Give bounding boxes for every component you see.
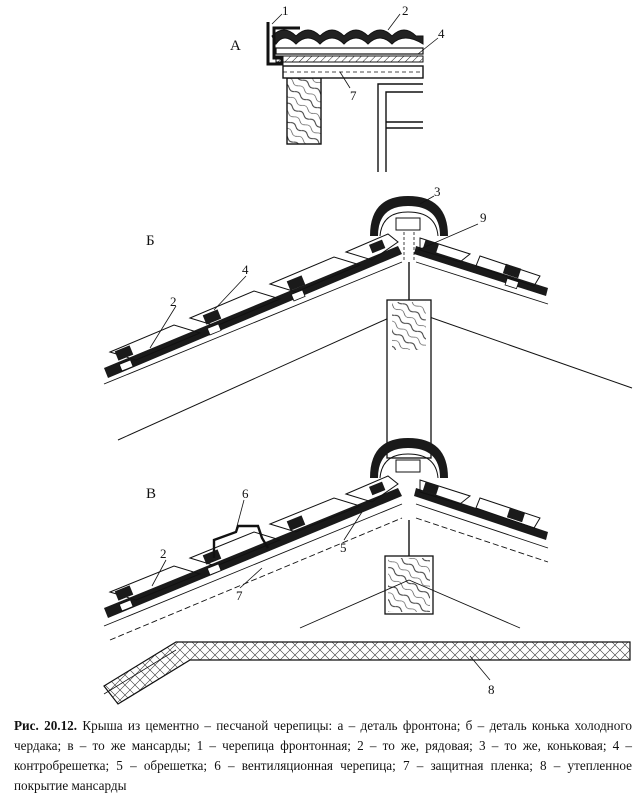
detail-b: Б bbox=[103, 184, 633, 459]
section-label-v: В bbox=[146, 486, 156, 502]
section-label-a: А bbox=[230, 38, 241, 54]
label-b-9: 9 bbox=[480, 210, 487, 225]
label-a-7: 7 bbox=[350, 88, 357, 103]
label-b-3: 3 bbox=[434, 184, 441, 199]
label-a-4: 4 bbox=[438, 26, 445, 41]
detail-a-window-frame bbox=[377, 83, 423, 172]
label-b-4: 4 bbox=[242, 262, 249, 277]
detail-v: В bbox=[103, 438, 631, 705]
detail-b-tiles-left bbox=[108, 233, 399, 361]
label-a-1: 1 bbox=[282, 3, 289, 18]
label-v-8: 8 bbox=[488, 682, 495, 697]
detail-a-beam bbox=[286, 77, 322, 145]
detail-b-rafter-right bbox=[414, 246, 548, 296]
label-v-5: 5 bbox=[340, 540, 347, 555]
label-b-2: 2 bbox=[170, 294, 177, 309]
figure-caption: Рис. 20.12. Крыша из цементно – песчаной… bbox=[14, 716, 632, 796]
roof-diagram: А 1 2 4 7 Б bbox=[103, 3, 633, 705]
detail-v-rafter-left bbox=[104, 488, 402, 618]
label-v-7: 7 bbox=[236, 588, 243, 603]
caption-text: Крыша из цементно – песчаной черепицы: а… bbox=[14, 718, 633, 793]
detail-v-ridge-tile bbox=[370, 438, 448, 478]
caption-figure-number: Рис. 20.12. bbox=[14, 718, 78, 733]
detail-v-rafter-right bbox=[414, 488, 548, 540]
section-label-b: Б bbox=[146, 233, 155, 249]
detail-a: А 1 2 4 7 bbox=[230, 3, 445, 172]
label-v-2: 2 bbox=[160, 546, 167, 561]
detail-a-gable-tile bbox=[266, 22, 300, 66]
detail-b-ridge-tile bbox=[370, 196, 448, 236]
detail-v-vent-tile bbox=[212, 524, 270, 558]
label-a-2: 2 bbox=[402, 3, 409, 18]
detail-a-tiles bbox=[271, 29, 424, 45]
label-v-6: 6 bbox=[242, 486, 249, 501]
detail-v-insulated-covering bbox=[103, 641, 631, 705]
